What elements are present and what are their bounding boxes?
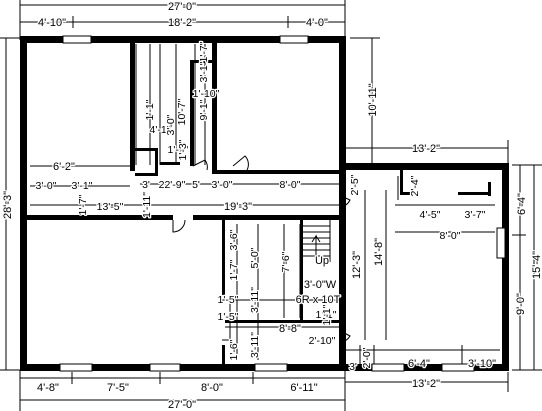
dim-stair-11: 2'-10" (309, 335, 336, 347)
dim-stair-9: 1'-5" (218, 311, 239, 323)
dim-bottom-2: 7'-5" (107, 382, 129, 394)
dim-stair-10: 8'-8" (279, 323, 301, 335)
dim-bottom-garage: 13'-2" (412, 378, 440, 390)
walls (20, 36, 509, 371)
dim-stair-4: 7'-6" (280, 251, 292, 272)
dim-top-right: 4'-0" (306, 17, 328, 29)
dim-upper-left-4: 13'-5" (97, 201, 124, 213)
dim-closet-6: 1'-1" (144, 99, 156, 120)
dim-mid-7: 2'-5" (349, 174, 361, 195)
dim-closet-10: 1'-3" (177, 139, 189, 160)
dim-closet-9: 1'-9" (168, 144, 189, 156)
dim-stair-2: 1'-7" (228, 259, 240, 280)
window-garage-side (496, 227, 506, 259)
dim-stair-12: 1'-6" (228, 339, 240, 360)
door-swing-2 (192, 159, 208, 171)
dim-bottom-4: 6'-11" (290, 382, 317, 394)
dim-stair-6: 6R x 10T (296, 294, 341, 306)
dim-garage-inner-3: 3'-7" (465, 209, 486, 221)
window-bottom-3 (254, 363, 288, 372)
dim-garage-top: 13'-2" (412, 143, 440, 155)
dim-stair-5: 3'-0"W (304, 279, 337, 291)
door-frame-stair (222, 299, 231, 341)
dim-closet-4: 10'-7" (176, 98, 188, 125)
door-swing-4 (338, 194, 351, 208)
dim-closet-5: 9'-1" (198, 99, 210, 120)
door-swing-3 (232, 155, 249, 171)
windows (59, 35, 506, 372)
dim-bottom-overall: 27'-0" (168, 399, 196, 411)
door-swing-5 (338, 329, 351, 343)
dim-stair-14: 1'-1" (316, 309, 337, 321)
dim-stair-3: 5'-0" (249, 247, 261, 268)
window-garage-2 (441, 363, 475, 372)
dim-upper-left-3: 3'-1" (72, 180, 93, 192)
dim-top-overall: 27'-0" (168, 1, 196, 13)
dim-closet-7: 4'-1" (150, 124, 171, 136)
dim-mid-2: 3' (142, 179, 150, 191)
dim-garage-inner-6: 12'-3" (351, 251, 363, 279)
dim-upper-left-2: 3'-0" (36, 180, 57, 192)
dim-lower-right-4: 3'-10" (468, 358, 496, 370)
dim-bottom-1: 4'-8" (37, 382, 59, 394)
dim-garage-right-lower: 9'-0" (515, 293, 527, 315)
dim-stair-13: 3'-11" (249, 332, 261, 358)
dim-closet-3: 1'-10" (193, 88, 220, 100)
dim-left-overall: 28'-3" (2, 191, 14, 219)
dim-lower-right-2: 3' (349, 361, 357, 373)
dim-top-left: 4'-10" (38, 17, 66, 29)
dim-mid-5: 3'-0" (212, 179, 233, 191)
dim-closet-1: 1'-7" (198, 41, 210, 62)
dim-stair-7: 1'-5" (218, 294, 239, 306)
stair-up-label: Up (315, 255, 329, 267)
window-garage-1 (371, 363, 405, 372)
dim-upper-left-1: 6'-2" (53, 161, 75, 173)
dim-bottom-3: 8'-0" (201, 382, 223, 394)
dim-stair-8: 3'-11" (249, 287, 261, 313)
dim-mid-4: 5' (192, 179, 200, 191)
stairs (303, 220, 331, 262)
dim-stair-15: 1'-1" (321, 304, 333, 325)
dim-lower-right-3: 6'-4" (408, 358, 430, 370)
dim-garage-right-overall: 15'-4" (531, 251, 542, 279)
dim-lower-right-1: 2'-0" (361, 347, 373, 368)
dim-closet-2: 3'-1" (198, 61, 210, 82)
dim-right-upper: 10'-11" (367, 83, 379, 116)
dim-garage-inner-4: 8'-0" (440, 230, 461, 242)
dim-garage-inner-1: 2'-4" (409, 175, 421, 196)
dim-top-mid: 18'-2" (168, 17, 196, 29)
window-top-left (62, 35, 92, 44)
dim-mid-overall: 19'-3" (224, 201, 252, 213)
dim-mid-1: 1'-11" (141, 192, 153, 218)
window-top-right (279, 35, 309, 44)
doors (172, 155, 351, 343)
dim-mid-3: 22'-9" (159, 179, 186, 191)
dim-garage-right-upper: 6'-4" (516, 193, 528, 215)
dim-stair-1: 3'-6" (228, 229, 240, 250)
dim-closet-8: 3'-0" (165, 114, 177, 135)
window-bottom-1 (59, 363, 93, 372)
dim-garage-inner-5: 14'-8" (373, 238, 385, 266)
dim-mid-6: 8'-0" (280, 179, 301, 191)
dim-upper-left-5: 1'-7" (77, 194, 89, 215)
window-bottom-2 (149, 363, 181, 372)
dim-garage-inner-2: 4'-5" (420, 209, 441, 221)
door-swing-1 (172, 219, 186, 233)
